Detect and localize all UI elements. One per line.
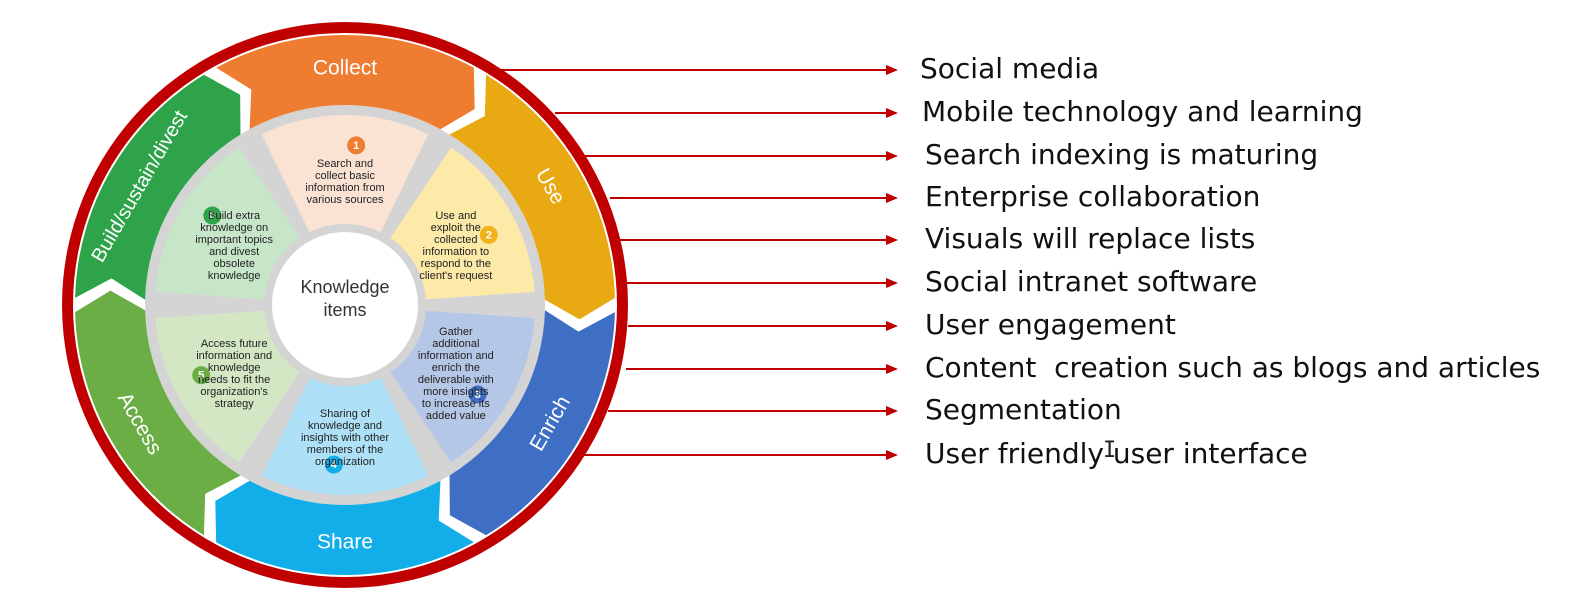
inner-step-5 — [155, 310, 300, 463]
trend-item: User friendly user interface — [925, 437, 1308, 470]
step-number: 5 — [198, 370, 204, 382]
step-number: 3 — [475, 389, 481, 401]
cycle-band-collect — [216, 35, 475, 130]
center-circle — [268, 228, 422, 382]
step-number: 2 — [486, 229, 492, 241]
trend-item: Segmentation — [925, 393, 1122, 426]
cycle-band-share — [215, 480, 474, 575]
inner-step-6 — [155, 147, 300, 300]
step-number-badge — [324, 455, 343, 474]
trend-item: Enterprise collaboration — [925, 180, 1261, 213]
trend-item: Social media — [920, 52, 1100, 85]
inner-step-2 — [390, 147, 535, 300]
step-number: 4 — [331, 459, 338, 471]
step-number: 6 — [209, 210, 215, 222]
trend-item: User engagement — [925, 308, 1176, 341]
step-number-badge — [203, 206, 222, 225]
step-number-badge — [468, 385, 487, 404]
text-cursor-icon: I — [1103, 438, 1117, 463]
cycle-band-use — [449, 74, 615, 320]
step-number-badge — [479, 225, 498, 244]
cycle-band-enrich — [449, 310, 615, 536]
inner-step-4 — [261, 377, 429, 496]
step-number: 1 — [353, 140, 359, 152]
cycle-band-build-sustain-divest — [75, 74, 241, 300]
inner-step-1 — [261, 115, 429, 233]
step-number-badge — [347, 136, 366, 155]
step-number-badge — [192, 366, 211, 385]
cycle-band-label: Collect — [313, 57, 377, 80]
inner-step-3 — [390, 310, 535, 463]
trend-item: Content creation such as blogs and artic… — [925, 351, 1541, 384]
cycle-band-label: Share — [317, 531, 373, 554]
trend-item: Mobile technology and learning — [922, 95, 1363, 128]
trend-item: Social intranet software — [925, 265, 1258, 298]
cycle-band-access — [75, 290, 241, 536]
trend-item: Search indexing is maturing — [925, 138, 1319, 171]
trend-item: Visuals will replace lists — [925, 222, 1256, 255]
